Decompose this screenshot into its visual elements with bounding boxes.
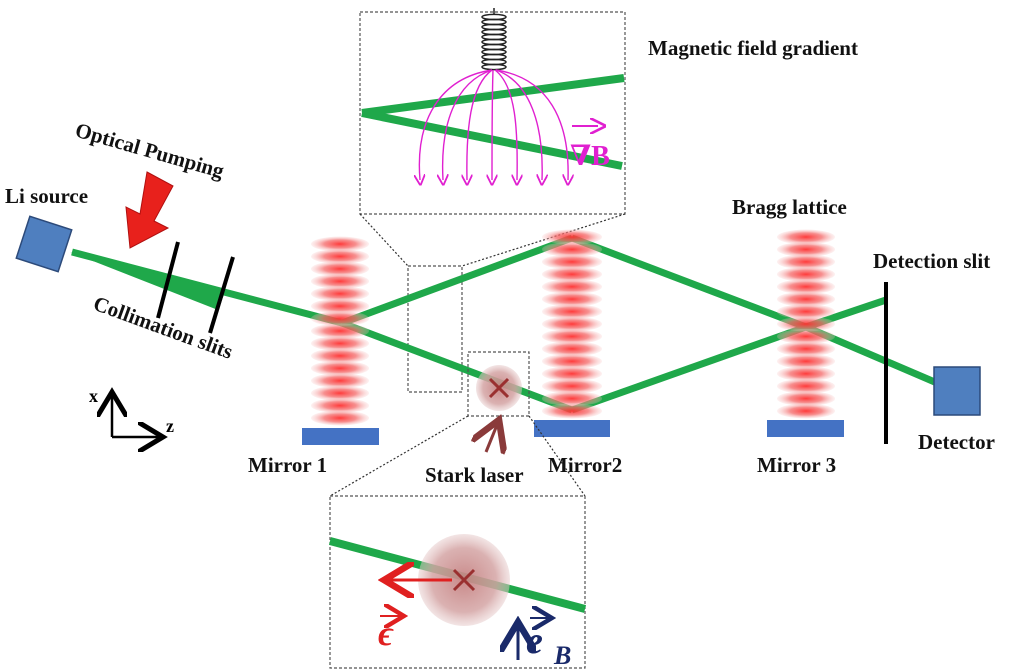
detection-slit-label: Detection slit xyxy=(873,249,990,273)
detector-label: Detector xyxy=(918,430,995,454)
lattice-lobe xyxy=(311,360,369,376)
lattice-lobe xyxy=(777,304,835,320)
mirror-3-label: Mirror 3 xyxy=(757,453,836,477)
inset-cross-icon xyxy=(452,568,476,592)
mirror-2-label: Mirror2 xyxy=(548,453,622,477)
lattice-lobe xyxy=(542,353,602,369)
lattice-lobe xyxy=(777,266,835,282)
axis-x-label: x xyxy=(89,386,98,406)
lattice-lobe xyxy=(542,341,602,357)
mirror-1 xyxy=(302,428,379,445)
stark-pointer-arrow xyxy=(486,420,499,452)
lattice-lobe xyxy=(777,254,835,270)
axis-z-label: z xyxy=(166,416,174,436)
mirror-2 xyxy=(534,420,610,437)
lattice-lobe xyxy=(542,304,602,320)
lattice-lobe xyxy=(777,291,835,307)
lattice-lobe xyxy=(311,410,369,426)
eb-subscript: B xyxy=(553,641,571,670)
grad-b-label: ∇B xyxy=(570,141,610,172)
magnetic-field-gradient-label: Magnetic field gradient xyxy=(648,36,858,60)
lattice-lobe xyxy=(311,373,369,389)
mirror-3 xyxy=(767,420,844,437)
lattice-lobe xyxy=(542,241,602,257)
zoom-region-magnetic xyxy=(407,265,463,393)
lattice-lobe xyxy=(777,229,835,245)
lattice-lobe xyxy=(311,236,369,252)
lattice-lobe xyxy=(777,366,835,382)
bragg-lattice-1 xyxy=(311,236,369,426)
lattice-lobe xyxy=(311,398,369,414)
lattice-lobe xyxy=(311,323,369,339)
lattice-lobe xyxy=(542,254,602,270)
spring-coil-icon xyxy=(481,8,507,71)
bragg-lattice-3 xyxy=(777,229,835,419)
stark-laser-label: Stark laser xyxy=(425,463,524,487)
lattice-lobe xyxy=(777,279,835,295)
collimation-slit-1 xyxy=(156,241,180,319)
lattice-lobe xyxy=(777,241,835,257)
lattice-lobe xyxy=(311,335,369,351)
collimation-slit-2 xyxy=(208,256,235,334)
lattice-lobe xyxy=(542,291,602,307)
lattice-lobe xyxy=(777,328,835,344)
lattice-lobe xyxy=(777,403,835,419)
lattice-lobe xyxy=(542,316,602,332)
lattice-lobe xyxy=(777,391,835,407)
epsilon-label: ϵ xyxy=(378,613,394,653)
lattice-lobe xyxy=(542,378,602,394)
lattice-lobe xyxy=(311,385,369,401)
field-lines xyxy=(419,69,568,180)
lattice-lobe xyxy=(311,248,369,264)
lattice-lobe xyxy=(311,273,369,289)
lattice-lobe xyxy=(777,316,835,332)
lattice-lobe xyxy=(542,279,602,295)
stark-inset: ϵ e B xyxy=(328,495,587,670)
li-source-label: Li source xyxy=(5,184,88,208)
lattice-lobe xyxy=(542,229,602,245)
eb-label: e xyxy=(526,620,543,662)
lattice-lobe xyxy=(542,391,602,407)
cross-icon xyxy=(488,377,510,399)
lattice-lobe xyxy=(542,328,602,344)
lattice-lobe xyxy=(542,366,602,382)
axes-icon: x z xyxy=(89,386,174,437)
lattice-lobe xyxy=(542,403,602,419)
lattice-lobe xyxy=(311,286,369,302)
mirror-1-label: Mirror 1 xyxy=(248,453,327,477)
lattice-lobe xyxy=(777,341,835,357)
optical-pumping-arrow xyxy=(125,171,174,249)
magnetic-inset: ∇B xyxy=(359,8,626,215)
lattice-lobe xyxy=(311,261,369,277)
li-source-block xyxy=(15,215,73,273)
lattice-lobe xyxy=(311,311,369,327)
bragg-lattice-2 xyxy=(542,229,602,419)
lattice-lobe xyxy=(542,266,602,282)
source-cone xyxy=(70,252,225,310)
lattice-lobe xyxy=(311,348,369,364)
lattice-lobe xyxy=(311,298,369,314)
detector-block xyxy=(933,366,981,416)
lattice-lobe xyxy=(777,378,835,394)
bragg-lattice-label: Bragg lattice xyxy=(732,195,847,219)
lattice-lobe xyxy=(777,353,835,369)
